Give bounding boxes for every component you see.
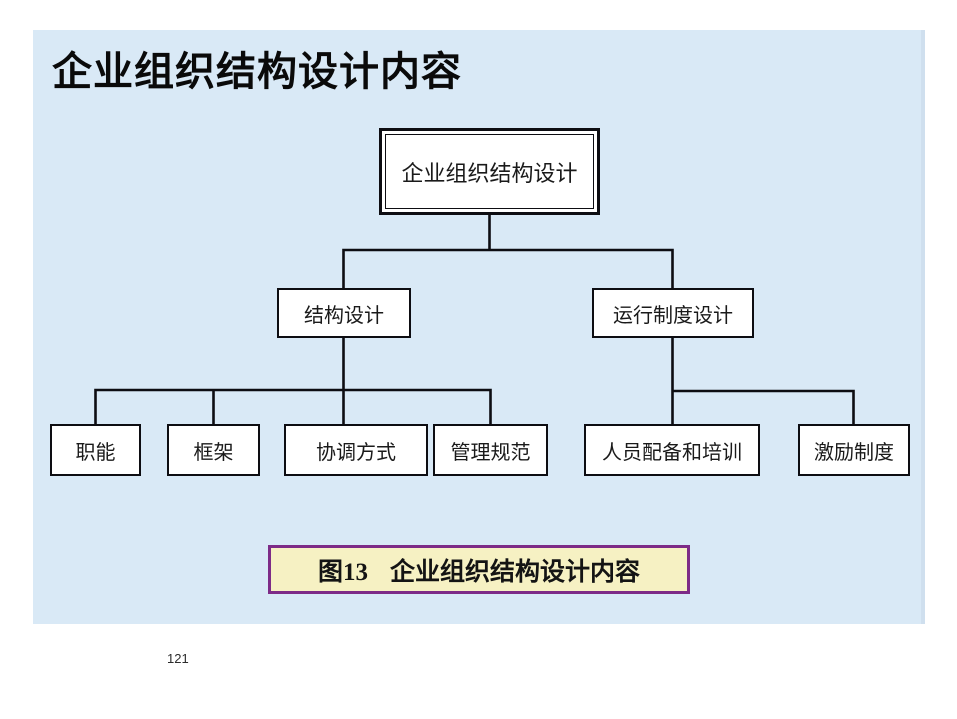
node-coordination-method: 协调方式	[284, 424, 428, 476]
figure-caption-number: 图13	[317, 558, 368, 586]
node-structure-design: 结构设计	[277, 288, 411, 338]
node-enterprise-org-design: 企业组织结构设计	[379, 128, 600, 215]
figure-caption-text: 企业组织结构设计内容	[390, 558, 641, 586]
node-operating-system-design: 运行制度设计	[592, 288, 754, 338]
page-number: 121	[167, 651, 189, 666]
node-staffing-and-training: 人员配备和培训	[584, 424, 760, 476]
page-title: 企业组织结构设计内容	[52, 49, 462, 94]
slide	[33, 30, 925, 624]
node-enterprise-org-design-label: 企业组织结构设计	[385, 134, 594, 209]
figure-caption: 图13 企业组织结构设计内容	[268, 545, 690, 594]
node-incentive-system: 激励制度	[798, 424, 910, 476]
node-framework: 框架	[167, 424, 260, 476]
node-functions: 职能	[50, 424, 141, 476]
node-management-standards: 管理规范	[433, 424, 548, 476]
